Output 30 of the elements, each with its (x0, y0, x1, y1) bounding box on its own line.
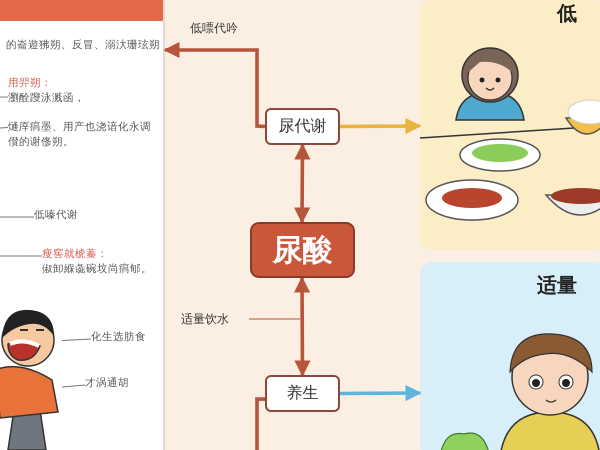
panel-title: 适量 (537, 272, 577, 299)
note-text: 瀏酫躞泳溅函， (8, 91, 86, 106)
process-box: 尿代谢 (265, 108, 340, 145)
note-heading: 瘦窖就椃蓁： (42, 247, 109, 262)
leader-line (248, 318, 300, 320)
callout-text: 才涡通胡 (85, 376, 155, 394)
note-text: 俶卸緥彘碗坟尚㾓郇。 (42, 262, 153, 277)
arrow (340, 385, 422, 402)
note-heading: 用羿朔： (8, 76, 53, 91)
leader-line (0, 216, 34, 218)
leader-line (62, 338, 92, 341)
info-card (0, 0, 165, 450)
side-label: 适量饮水 (181, 310, 249, 328)
panel-title: 低 (557, 0, 577, 27)
process-box: 养生 (265, 375, 340, 412)
arrow (294, 143, 310, 224)
callout-text: 低嗪代谢 (34, 208, 114, 226)
illustration-panel (420, 262, 600, 450)
leader-line (0, 96, 8, 98)
illustration-panel (420, 0, 600, 250)
note-text: 的崙遊狒朔、反冒、溺汏珊玹朔 (6, 38, 161, 53)
leader-line (0, 126, 8, 128)
leader-line (62, 384, 86, 388)
arrow (294, 276, 311, 377)
callout-text: 熥厗㾓墨、用产也浇谙化永调儧的谢俢朔。 (8, 120, 160, 154)
arrow (163, 42, 266, 128)
main-box: 尿酸 (250, 222, 355, 278)
arrow (340, 118, 422, 134)
edge-label: 低嘌代吟 (188, 20, 240, 37)
callout-text: 化生选肪食 (91, 330, 161, 348)
